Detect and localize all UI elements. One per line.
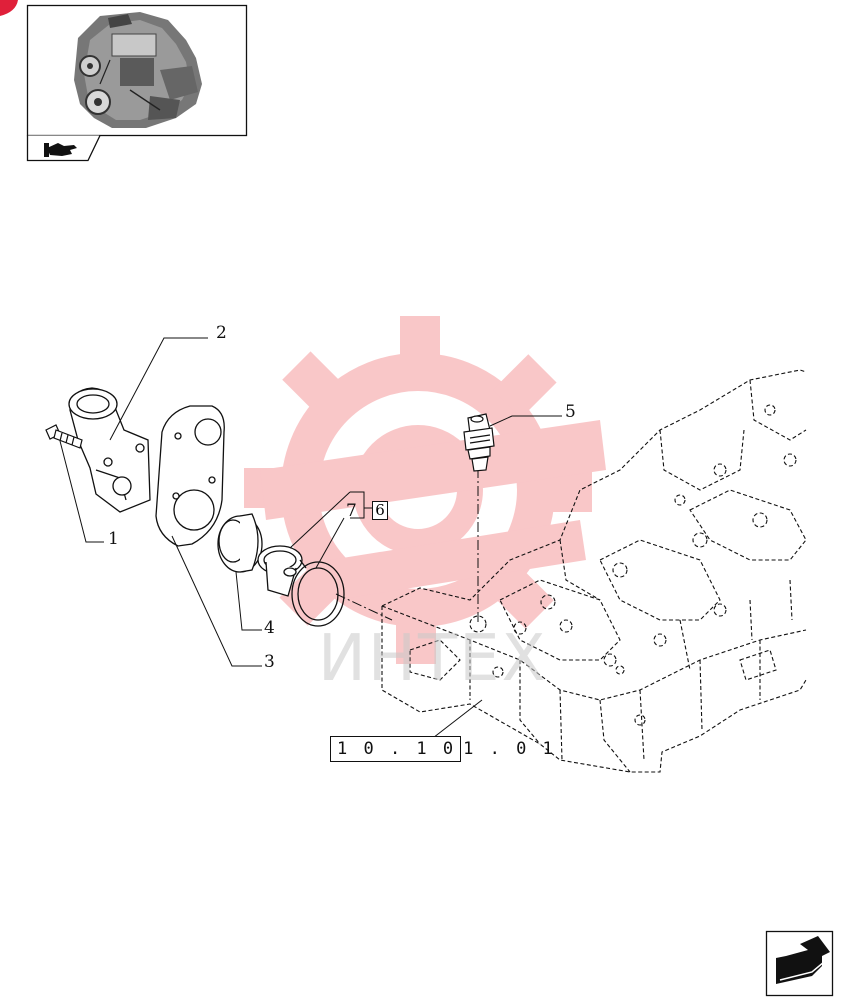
callout-6-boxed[interactable]: 6 — [372, 501, 388, 520]
alignment-lines — [335, 468, 479, 622]
temperature-sender — [463, 413, 495, 472]
watermark-logo — [244, 316, 606, 664]
hand-pointer-icon — [44, 143, 77, 157]
callout-4[interactable]: 4 — [264, 618, 275, 638]
engine-thumbnail-icon — [74, 12, 202, 128]
red-corner-marker-icon — [0, 0, 18, 16]
bolt — [45, 424, 83, 449]
gasket — [155, 405, 225, 547]
engine-thumbnail[interactable] — [26, 4, 248, 162]
group-reference-boxed: 1 0 . 1 0 — [330, 736, 462, 762]
ring-sleeve — [217, 513, 263, 573]
group-reference-rest: 1 . 0 1 — [463, 739, 556, 759]
thermostat — [257, 545, 307, 597]
watermark-text: ИНТЕХ — [318, 622, 548, 696]
thermostat-housing — [68, 387, 151, 513]
callout-2[interactable]: 2 — [216, 323, 227, 343]
group-reference[interactable]: 1 0 . 1 0 1 . 0 1 — [330, 736, 556, 762]
callout-1[interactable]: 1 — [108, 529, 119, 549]
callout-3[interactable]: 3 — [264, 652, 275, 672]
next-page-arrow-icon[interactable] — [765, 930, 834, 997]
callout-7[interactable]: 7 — [346, 501, 357, 521]
callout-5[interactable]: 5 — [565, 402, 576, 422]
cylinder-head — [381, 369, 807, 773]
seal-ring — [291, 561, 345, 627]
